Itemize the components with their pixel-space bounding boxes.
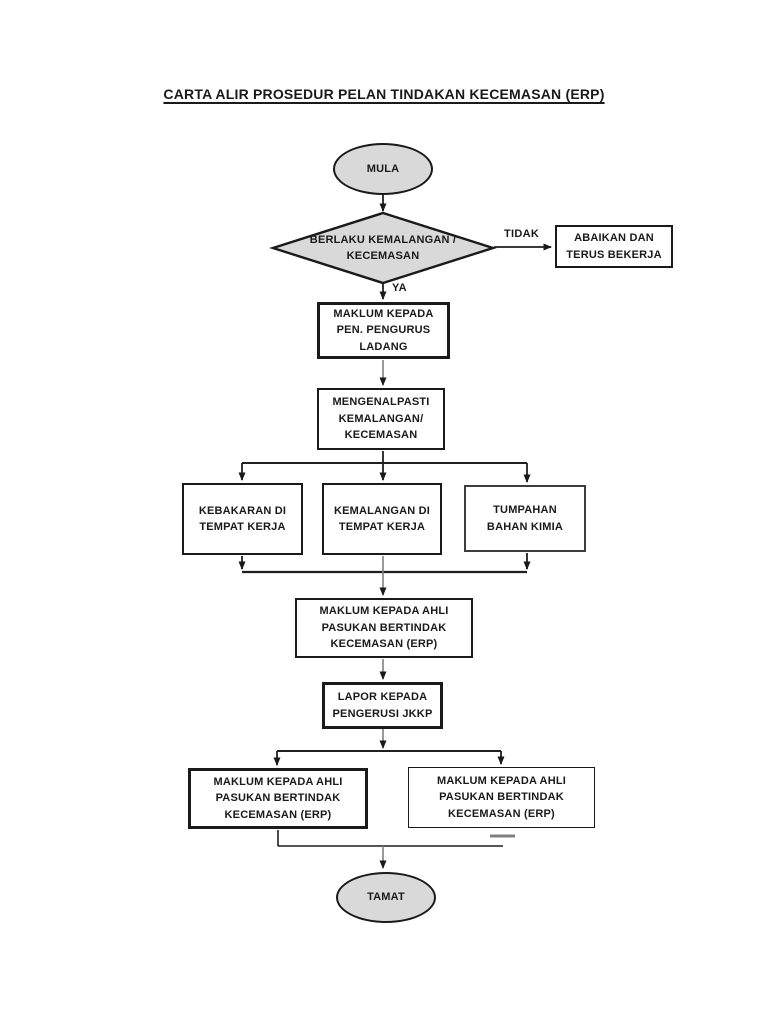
node-erp-left: MAKLUM KEPADA AHLI PASUKAN BERTINDAK KEC… (188, 768, 368, 829)
start-node: MULA (333, 143, 433, 195)
end-node: TAMAT (336, 872, 436, 923)
node-erp-right: MAKLUM KEPADA AHLI PASUKAN BERTINDAK KEC… (408, 767, 595, 828)
node-report-jkkp: LAPOR KEPADA PENGERUSI JKKP (322, 682, 443, 729)
edge-bottom-converge (277, 830, 515, 869)
node-ignore: ABAIKAN DAN TERUS BEKERJA (555, 225, 673, 268)
node-spill: TUMPAHAN BAHAN KIMIA (464, 485, 586, 552)
edge-label-yes: YA (392, 282, 407, 294)
edge-branch-converge (238, 553, 531, 596)
node-inform-manager: MAKLUM KEPADA PEN. PENGURUS LADANG (317, 302, 450, 359)
page-title: CARTA ALIR PROSEDUR PELAN TINDAKAN KECEM… (163, 86, 605, 102)
edge-identify-branch (238, 451, 531, 483)
edge-label-no: TIDAK (504, 228, 540, 240)
end-node-label: TAMAT (367, 891, 405, 904)
node-identify: MENGENALPASTI KEMALANGAN/ KECEMASAN (317, 388, 445, 450)
node-accident: KEMALANGAN DI TEMPAT KERJA (322, 483, 442, 555)
decision-node-label: BERLAKU KEMALANGAN / KECEMASAN (309, 233, 457, 263)
node-inform-erp: MAKLUM KEPADA AHLI PASUKAN BERTINDAK KEC… (295, 598, 473, 658)
start-node-label: MULA (366, 162, 400, 175)
node-fire: KEBAKARAN DI TEMPAT KERJA (182, 483, 303, 555)
edge-jkkp-branch (273, 729, 505, 766)
